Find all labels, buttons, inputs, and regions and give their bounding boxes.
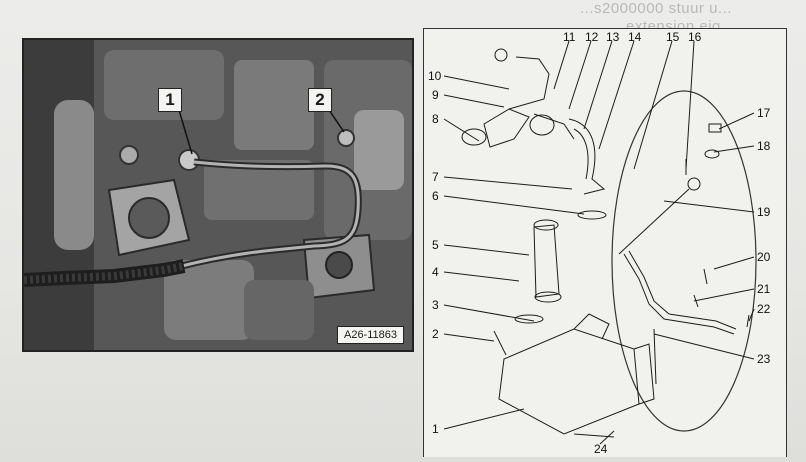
part-label: 8 [432, 112, 439, 126]
part-label: 12 [585, 30, 599, 44]
exploded-parts-diagram: 1 2 3 4 5 6 7 8 9 10 11 12 13 14 15 16 1… [423, 28, 787, 457]
part-label: 16 [688, 30, 702, 44]
engine-photo-drawing [24, 40, 412, 350]
part-label: 17 [757, 106, 771, 120]
part-label: 23 [757, 352, 771, 366]
part-label: 24 [594, 442, 608, 456]
part-label: 2 [432, 327, 439, 341]
part-label: 18 [757, 139, 771, 153]
part-label: 4 [432, 265, 439, 279]
part-label: 20 [757, 250, 771, 264]
callout-2: 2 [308, 88, 332, 112]
part-label: 7 [432, 170, 439, 184]
part-label: 15 [666, 30, 680, 44]
parts-drawing [443, 40, 757, 445]
part-label: 5 [432, 238, 439, 252]
part-label: 21 [757, 282, 771, 296]
part-label: 6 [432, 189, 439, 203]
part-label: 1 [432, 422, 439, 436]
bleed-through-text: ...s2000000 stuur u... [580, 0, 732, 17]
figure-reference: A26-11863 [336, 326, 404, 344]
callout-1: 1 [158, 88, 182, 112]
engine-photo: 1 2 A26-11863 [22, 38, 414, 352]
part-label: 19 [757, 205, 771, 219]
part-label: 13 [606, 30, 620, 44]
part-label: 11 [563, 30, 576, 44]
part-label: 9 [432, 88, 439, 102]
part-label: 3 [432, 298, 439, 312]
part-label: 10 [428, 69, 442, 83]
part-label: 22 [757, 302, 771, 316]
part-label: 14 [628, 30, 642, 44]
